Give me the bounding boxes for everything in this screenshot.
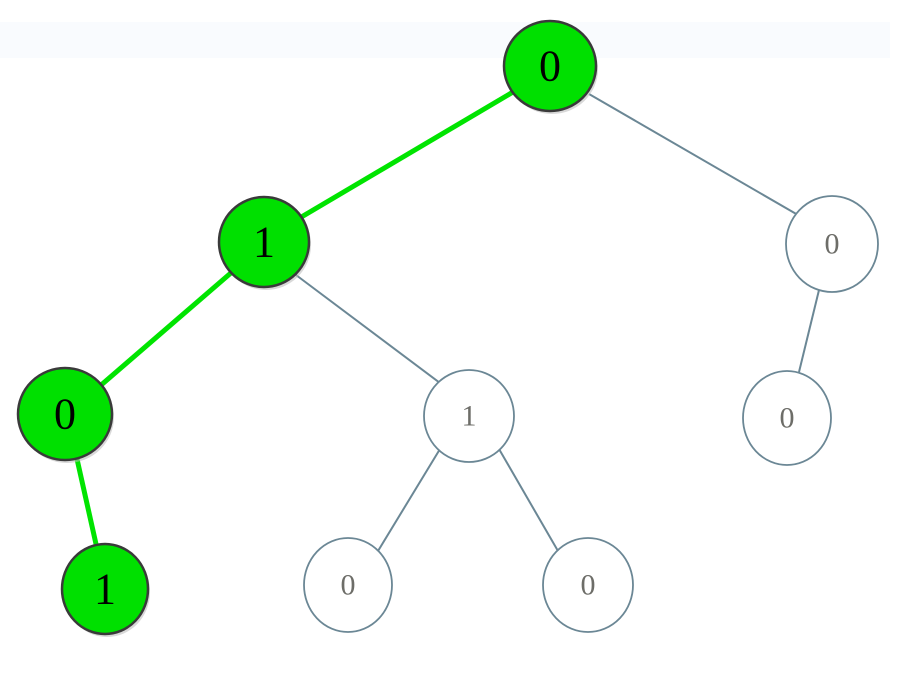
node-layer: 0 1 0 0 1 0 1 0 0 <box>16 19 879 637</box>
tree-node[interactable]: 1 <box>60 542 150 637</box>
tree-node[interactable]: 0 <box>303 537 393 633</box>
node-circle[interactable] <box>785 195 879 293</box>
node-circle[interactable] <box>742 370 832 466</box>
tree-edge <box>295 274 441 384</box>
tree-node[interactable]: 0 <box>16 366 114 463</box>
edge-layer <box>74 89 820 552</box>
node-label: 0 <box>539 42 561 91</box>
node-label: 1 <box>253 218 275 267</box>
node-circle[interactable] <box>60 542 150 636</box>
node-label: 0 <box>581 569 596 602</box>
tree-node[interactable]: 1 <box>217 195 311 290</box>
tree-node[interactable]: 0 <box>742 370 832 466</box>
tree-edge <box>377 448 441 552</box>
tree-node[interactable]: 0 <box>542 537 634 633</box>
tree-node[interactable]: 1 <box>423 369 515 463</box>
node-circle[interactable] <box>217 195 311 289</box>
node-label: 0 <box>825 228 840 261</box>
node-circle[interactable] <box>16 366 114 462</box>
tree-edge <box>98 270 234 388</box>
node-label: 1 <box>462 400 477 433</box>
tree-node[interactable]: 0 <box>502 19 598 114</box>
tree-edge <box>588 93 799 216</box>
node-label: 0 <box>780 402 795 435</box>
node-label: 0 <box>341 569 356 602</box>
tree-edge <box>74 458 99 545</box>
tree-edge <box>498 448 559 552</box>
node-circle[interactable] <box>423 369 515 463</box>
tree-edge <box>296 89 515 222</box>
node-label: 0 <box>54 390 76 439</box>
node-circle[interactable] <box>502 19 598 113</box>
node-circle[interactable] <box>542 537 634 633</box>
tree-edge <box>798 289 820 373</box>
top-tint-band <box>0 22 890 58</box>
node-circle[interactable] <box>303 537 393 633</box>
tree-node[interactable]: 0 <box>785 195 879 293</box>
node-label: 1 <box>94 565 116 614</box>
